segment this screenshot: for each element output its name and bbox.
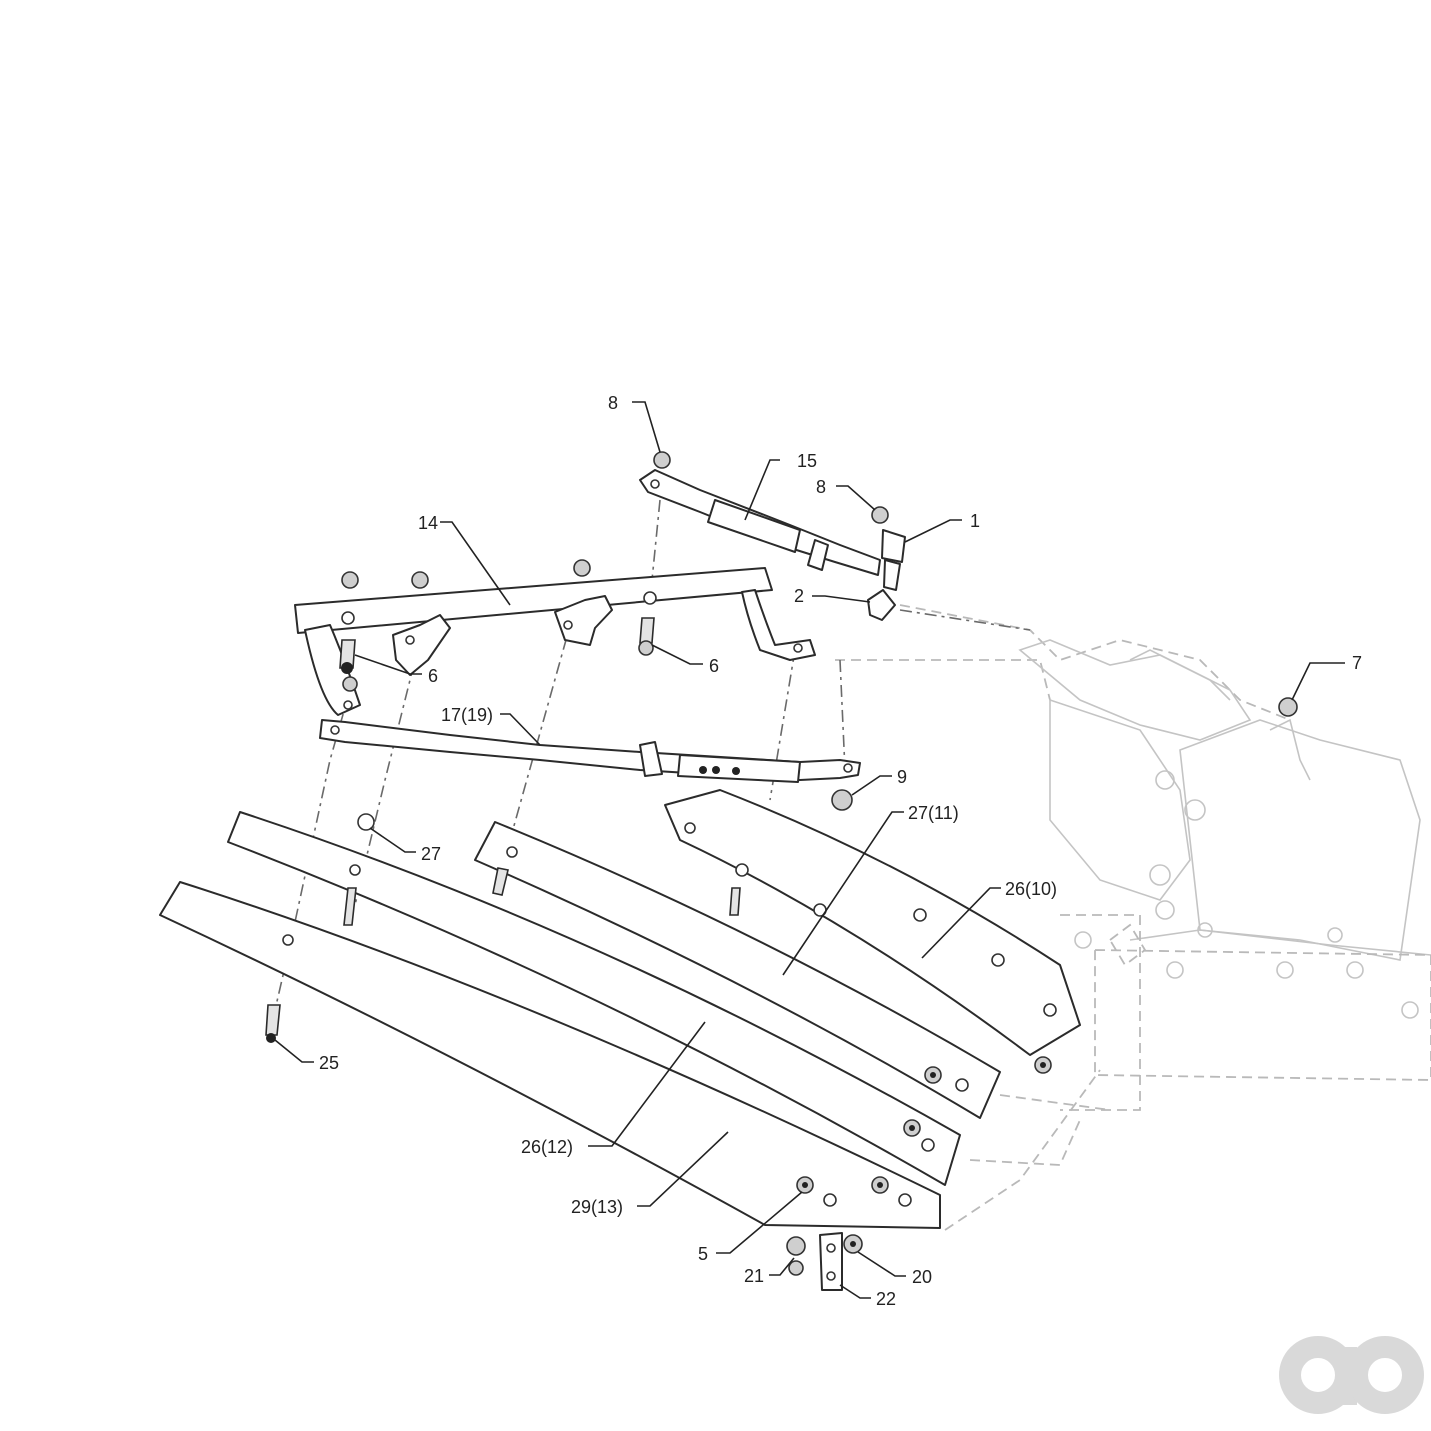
part-15-turnbuckle — [639, 469, 881, 576]
callout-17-19: 17(19) — [441, 705, 493, 725]
part-2-bolt — [867, 589, 896, 621]
part-27-blade-back — [474, 821, 1001, 1119]
callout-6-left: 6 — [428, 666, 438, 686]
part-26-blade-middle — [227, 811, 961, 1186]
leader-lines — [274, 401, 1345, 1299]
part-14-mounting-bar — [294, 567, 816, 716]
ao-logo-icon — [1279, 1336, 1424, 1414]
callout-22: 22 — [876, 1289, 896, 1309]
callout-8-right: 8 — [816, 477, 826, 497]
callout-14: 14 — [418, 513, 438, 533]
callout-25: 25 — [319, 1053, 339, 1073]
callout-27: 27 — [421, 844, 441, 864]
callout-8-top: 8 — [608, 393, 618, 413]
callout-5: 5 — [698, 1244, 708, 1264]
callout-2: 2 — [794, 586, 804, 606]
callout-9: 9 — [897, 767, 907, 787]
part-17-lower-link — [319, 719, 861, 783]
callout-20: 20 — [912, 1267, 932, 1287]
callout-labels: 8 15 8 1 14 2 6 6 7 17(19) 9 27(11) 27 2… — [319, 393, 1362, 1309]
callout-1: 1 — [970, 511, 980, 531]
callout-7: 7 — [1352, 653, 1362, 673]
part-1-pin — [881, 529, 906, 591]
callout-6-right: 6 — [709, 656, 719, 676]
callout-26-12: 26(12) — [521, 1137, 573, 1157]
part-26-10-blade-top — [664, 789, 1081, 1056]
callout-29-13: 29(13) — [571, 1197, 623, 1217]
fasteners — [265, 451, 1298, 1291]
part-29-blade-front — [159, 881, 941, 1229]
callout-21: 21 — [744, 1266, 764, 1286]
callout-27-11: 27(11) — [908, 803, 959, 823]
callout-15: 15 — [797, 451, 817, 471]
callout-26-10: 26(10) — [1005, 879, 1057, 899]
ghost-machine-frame — [835, 604, 1431, 1231]
blade-hardware — [282, 822, 1057, 1207]
